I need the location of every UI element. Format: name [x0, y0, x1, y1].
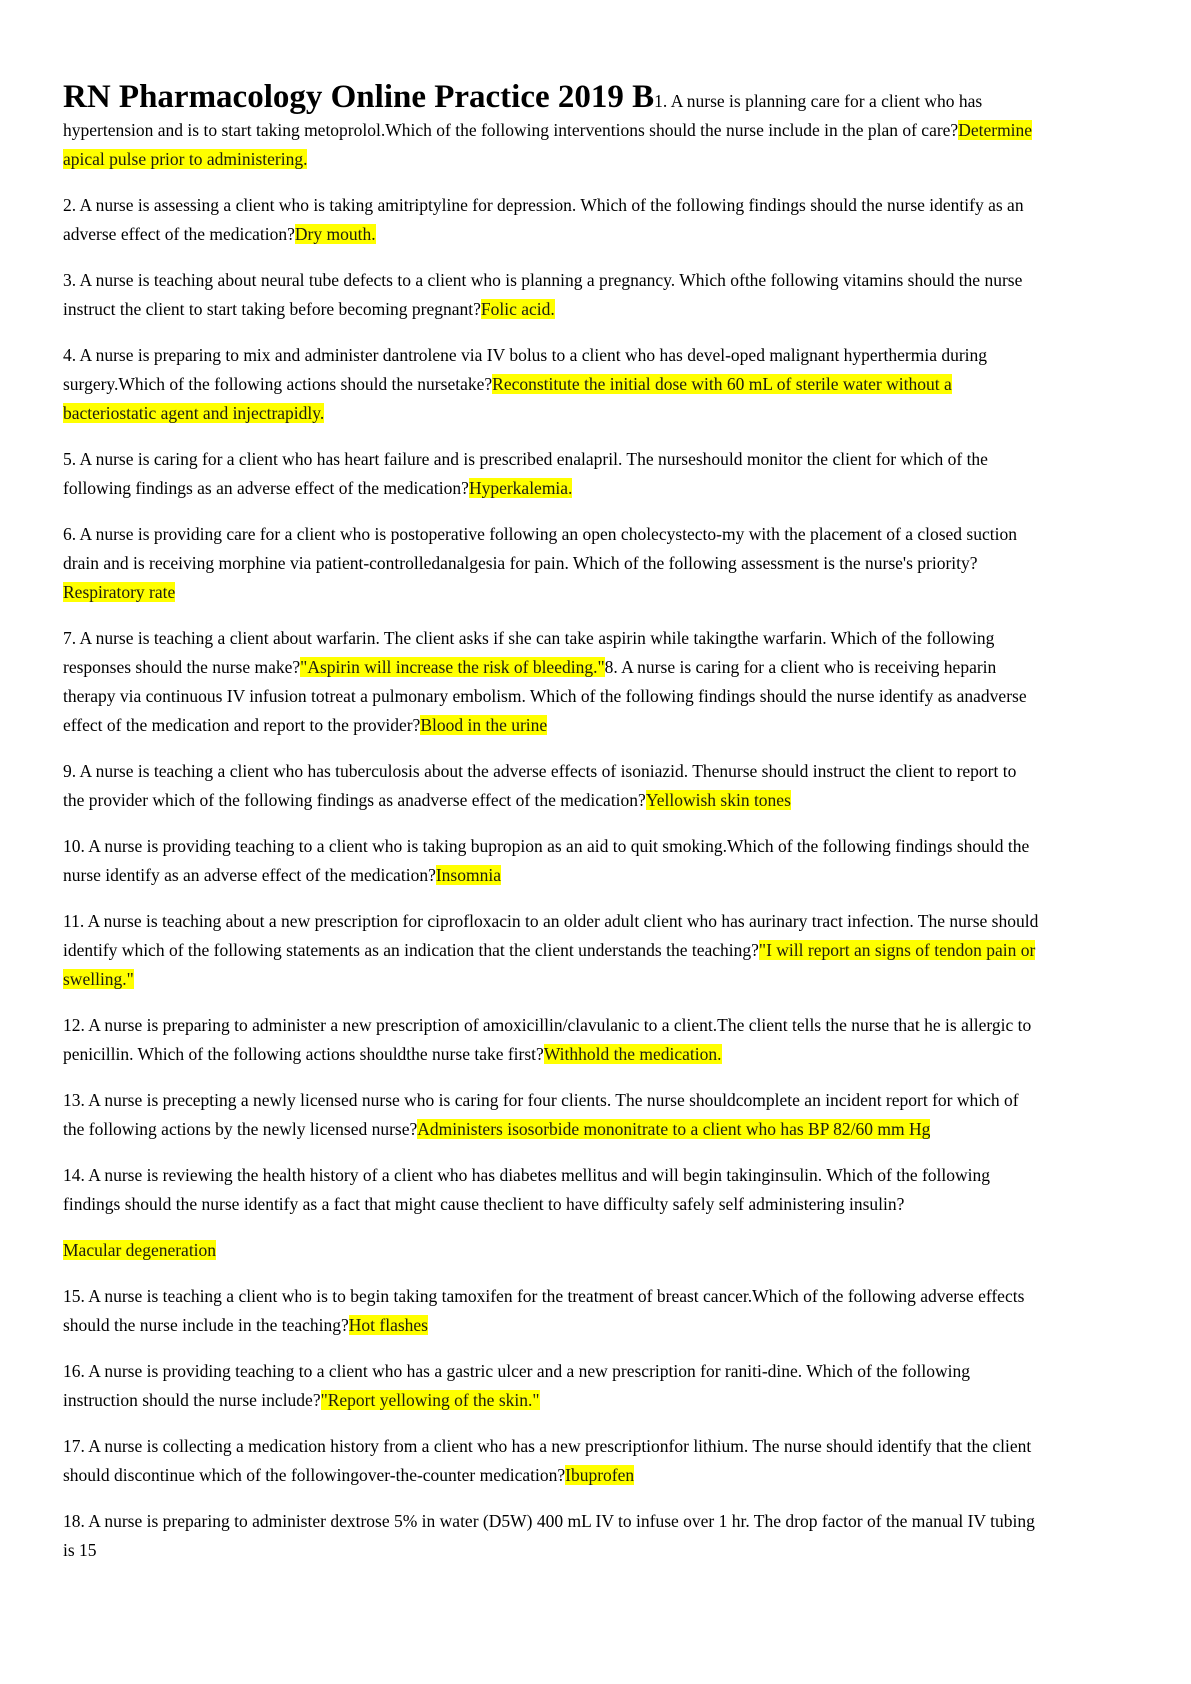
highlighted-answer: Yellowish skin tones: [645, 790, 791, 810]
highlighted-answer: Dry mouth.: [294, 224, 376, 244]
question-17: 17. A nurse is collecting a medication h…: [63, 1432, 1041, 1490]
question-6: 6. A nurse is providing care for a clien…: [63, 520, 1041, 607]
question-16: 16. A nurse is providing teaching to a c…: [63, 1357, 1041, 1415]
question-text: 16. A nurse is providing teaching to a c…: [63, 1361, 971, 1410]
question-1: RN Pharmacology Online Practice 2019 B1.…: [63, 81, 1041, 174]
question-text: 2. A nurse is assessing a client who is …: [63, 195, 1024, 244]
answer-14: Macular degeneration: [63, 1236, 1041, 1265]
question-12: 12. A nurse is preparing to administer a…: [63, 1011, 1041, 1069]
highlighted-answer: Insomnia: [435, 865, 501, 885]
highlighted-answer: Respiratory rate: [63, 582, 176, 602]
highlighted-answer: Blood in the urine: [420, 715, 548, 735]
question-3: 3. A nurse is teaching about neural tube…: [63, 266, 1041, 324]
question-text: 3. A nurse is teaching about neural tube…: [63, 270, 1023, 319]
highlighted-answer: Macular degeneration: [63, 1240, 217, 1260]
question-text: 17. A nurse is collecting a medication h…: [63, 1436, 1032, 1485]
highlighted-answer: Ibuprofen: [565, 1465, 635, 1485]
question-9: 9. A nurse is teaching a client who has …: [63, 757, 1041, 815]
question-text: 18. A nurse is preparing to administer d…: [63, 1511, 1035, 1560]
question-text: 14. A nurse is reviewing the health hist…: [63, 1165, 991, 1214]
question-text: 13. A nurse is precepting a newly licens…: [63, 1090, 1019, 1139]
question-5: 5. A nurse is caring for a client who ha…: [63, 445, 1041, 503]
question-13: 13. A nurse is precepting a newly licens…: [63, 1086, 1041, 1144]
question-text: 9. A nurse is teaching a client who has …: [63, 761, 1017, 810]
question-10: 10. A nurse is providing teaching to a c…: [63, 832, 1041, 890]
question-2: 2. A nurse is assessing a client who is …: [63, 191, 1041, 249]
highlighted-answer: Hot flashes: [348, 1315, 428, 1335]
highlighted-answer: Administers isosorbide mononitrate to a …: [417, 1119, 931, 1139]
question-text: 6. A nurse is providing care for a clien…: [63, 524, 1017, 573]
question-18: 18. A nurse is preparing to administer d…: [63, 1507, 1041, 1565]
question-text: 1. A nurse is planning care for a client…: [63, 91, 983, 140]
page-title: RN Pharmacology Online Practice 2019 B: [63, 79, 655, 115]
question-11: 11. A nurse is teaching about a new pres…: [63, 907, 1041, 994]
question-text: 15. A nurse is teaching a client who is …: [63, 1286, 1025, 1335]
highlighted-answer: Withhold the medication.: [543, 1044, 722, 1064]
question-14: 14. A nurse is reviewing the health hist…: [63, 1161, 1041, 1219]
highlighted-answer: "Aspirin will increase the risk of bleed…: [300, 657, 605, 677]
highlighted-answer: Folic acid.: [480, 299, 555, 319]
question-text: 8. A nurse is caring for a client who is…: [63, 657, 1027, 735]
highlighted-answer: Hyperkalemia.: [468, 478, 573, 498]
question-text: 7. A nurse is teaching a client about wa…: [63, 628, 995, 677]
document-body: RN Pharmacology Online Practice 2019 B1.…: [63, 81, 1041, 1565]
question-15: 15. A nurse is teaching a client who is …: [63, 1282, 1041, 1340]
question-4: 4. A nurse is preparing to mix and admin…: [63, 341, 1041, 428]
question-text: 4. A nurse is preparing to mix and admin…: [63, 345, 988, 394]
question-7-8: 7. A nurse is teaching a client about wa…: [63, 624, 1041, 740]
question-text: 11. A nurse is teaching about a new pres…: [63, 911, 1039, 960]
question-text: 10. A nurse is providing teaching to a c…: [63, 836, 1030, 885]
question-text: 12. A nurse is preparing to administer a…: [63, 1015, 1032, 1064]
highlighted-answer: "Report yellowing of the skin.": [320, 1390, 540, 1410]
question-text: 5. A nurse is caring for a client who ha…: [63, 449, 988, 498]
